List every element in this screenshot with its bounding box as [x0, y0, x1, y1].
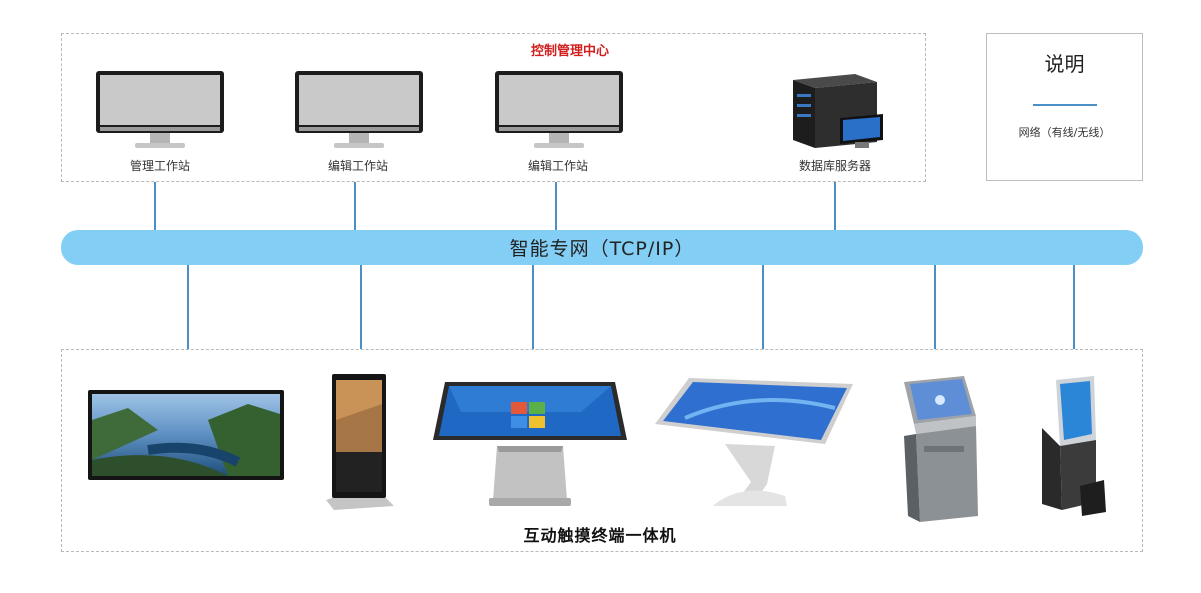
network-bar: 智能专网（TCP/IP）: [61, 230, 1143, 265]
wall-display-icon: [88, 390, 284, 480]
connector-line: [762, 265, 764, 349]
connector-line: [834, 182, 836, 230]
terminals-title: 互动触摸终端一体机: [523, 526, 677, 545]
device-label: 管理工作站: [129, 159, 190, 173]
server-icon: [785, 70, 890, 152]
terminals-group: [61, 349, 1143, 552]
legend-title: 说明: [1044, 52, 1085, 76]
connector-line: [360, 265, 362, 349]
legend-line-sample: [1033, 104, 1097, 106]
touch-table-icon: [431, 382, 629, 508]
device-label: 编辑工作站: [527, 159, 588, 173]
slim-kiosk-icon: [1036, 376, 1108, 516]
connector-line: [154, 182, 156, 230]
monitor-icon: [494, 70, 624, 152]
device-label: 数据库服务器: [798, 159, 871, 173]
connector-line: [187, 265, 189, 349]
connector-line: [532, 265, 534, 349]
standing-kiosk-icon: [326, 374, 394, 512]
queue-kiosk-icon: [900, 376, 982, 524]
connector-line: [555, 182, 557, 230]
connector-line: [1073, 265, 1075, 349]
tilted-touch-table-icon: [655, 378, 855, 508]
monitor-icon: [95, 70, 225, 152]
device-label: 编辑工作站: [327, 159, 388, 173]
connector-line: [354, 182, 356, 230]
monitor-icon: [294, 70, 424, 152]
legend-line-label: 网络（有线/无线）: [1018, 126, 1111, 139]
network-label: 智能专网（TCP/IP）: [509, 238, 695, 260]
control-center-group: [61, 33, 926, 182]
legend-box: 说明 网络（有线/无线）: [986, 33, 1143, 181]
control-center-title: 控制管理中心: [530, 44, 609, 59]
connector-line: [934, 265, 936, 349]
